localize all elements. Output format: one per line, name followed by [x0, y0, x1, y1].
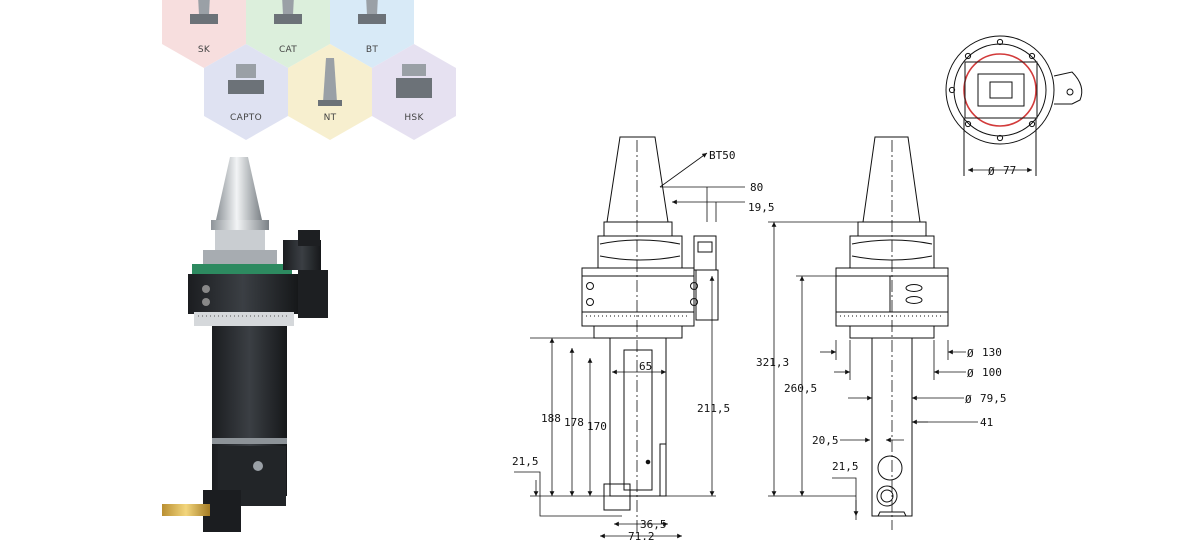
dim-taper-label: BT50	[709, 149, 736, 162]
scale-ring	[194, 312, 294, 326]
holder-type-hsk: HSK	[372, 44, 456, 140]
holder-icon	[282, 0, 294, 15]
holder-icon	[198, 0, 210, 15]
holder-type-nt: NT	[288, 44, 372, 140]
dim-178: 178	[564, 416, 584, 429]
hex-tile	[330, 0, 414, 68]
holder-type-cat: CAT	[246, 0, 330, 68]
scale-outline	[581, 311, 695, 327]
dim-188: 188	[541, 412, 561, 425]
housing-outline	[581, 275, 695, 313]
dim-21-5-side: 21,5	[832, 460, 859, 473]
front-view-drawing	[581, 136, 719, 532]
arm-outline	[609, 337, 667, 497]
side-view-dim-labels: 321,3 260,5 Ø 130 Ø 100 Ø 79,5 41 20,5 2…	[756, 346, 1007, 473]
holder-type-bt: BT	[330, 0, 414, 68]
dim-77: 77	[1003, 164, 1016, 177]
front-view-dim-labels: BT50 80 19,5 65 188 178 170 211,5 21,5 3…	[512, 149, 775, 540]
dia-symbol-100: Ø	[967, 367, 974, 380]
dim-71-2: 71,2	[628, 530, 655, 540]
taper-outline-side	[862, 136, 921, 223]
dim-130: 130	[982, 346, 1002, 359]
dim-321-3: 321,3	[756, 356, 789, 369]
holder-type-capto: CAPTO	[204, 44, 288, 140]
dim-80: 80	[750, 181, 763, 194]
dim-19-5: 19,5	[748, 201, 775, 214]
dim-41: 41	[980, 416, 993, 429]
bore-circle	[877, 455, 903, 481]
dia-symbol-77: Ø	[988, 165, 995, 178]
dia-symbol-79-5: Ø	[965, 393, 972, 406]
hex-label: SK	[198, 45, 211, 55]
hex-label: HSK	[404, 113, 424, 123]
hex-label: CAPTO	[230, 113, 262, 123]
cutting-tool	[162, 504, 210, 516]
dim-260-5: 260,5	[784, 382, 817, 395]
holder-icon	[323, 58, 337, 102]
angle-head-render	[162, 157, 328, 532]
dim-170: 170	[587, 420, 607, 433]
hex-tile	[162, 0, 246, 68]
dim-79-5: 79,5	[980, 392, 1007, 405]
hex-tile	[246, 0, 330, 68]
top-view-drawing	[945, 35, 1083, 176]
holder-type-sk: SK	[162, 0, 246, 68]
holder-icon	[236, 64, 256, 78]
front-view-dimensions	[514, 152, 745, 539]
holder-icon	[402, 64, 426, 76]
dim-21-5: 21,5	[512, 455, 539, 468]
highlight-circle	[963, 53, 1037, 127]
taper-outline	[606, 136, 669, 223]
seal-ring	[192, 264, 292, 274]
dim-20-5: 20,5	[812, 434, 839, 447]
taper-shank	[216, 157, 262, 220]
holder-type-grid: SK CAT BT CAPTO NT	[162, 0, 456, 140]
top-view-dim-labels: Ø 77	[988, 164, 1016, 178]
dim-65: 65	[639, 360, 652, 373]
side-view-dimensions	[768, 221, 978, 520]
hex-label: CAT	[279, 45, 297, 55]
side-view-drawing	[835, 136, 949, 530]
hex-label: NT	[324, 113, 337, 123]
dim-211-5: 211,5	[697, 402, 730, 415]
dim-100: 100	[982, 366, 1002, 379]
flange-outer	[945, 35, 1055, 145]
dia-symbol-130: Ø	[967, 347, 974, 360]
holder-icon	[366, 0, 378, 15]
housing-block	[188, 274, 298, 314]
dim-36-5: 36,5	[640, 518, 667, 531]
hex-label: BT	[366, 45, 378, 55]
